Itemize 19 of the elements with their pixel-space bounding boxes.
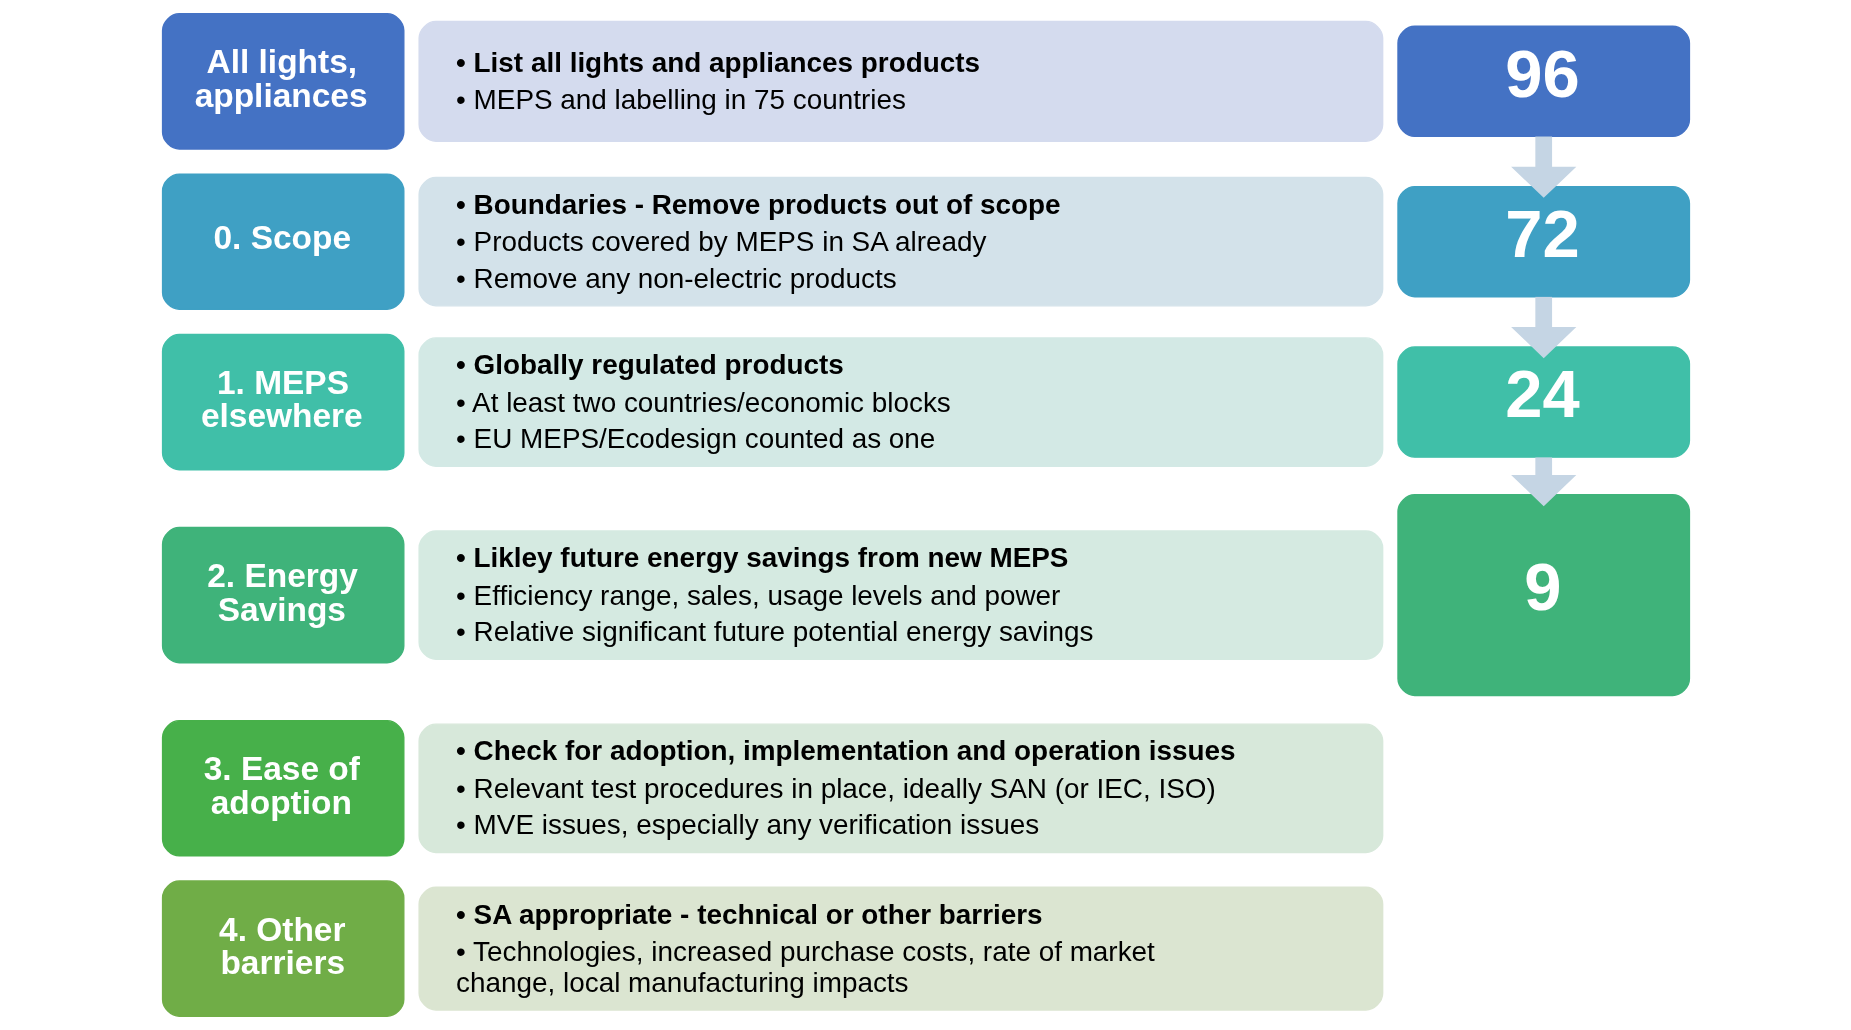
arrow (1510, 136, 1576, 198)
node-box: 0. Scope (161, 173, 404, 311)
arrow (1510, 457, 1576, 507)
node-box: All lights, appliances (161, 13, 404, 150)
node-box: 9 (1396, 494, 1690, 697)
node-box: • List all lights and appliances products • MEPS and labelling in 75 countries (417, 20, 1383, 142)
node-box: • Check for adoption, implementation and operation issues • Relevant test procedures in place, ideally SAN (or IEC, ISO) • MVE issues, especially any verification issues (417, 723, 1383, 854)
node-box: 2. Energy Savings (161, 526, 404, 664)
node-box: 4. Other barriers (161, 880, 404, 1017)
node-box: • SA appropriate - technical or other barriers • Technologies, increased purchase costs, rate of market change, local manufacturing impacts (417, 886, 1383, 1011)
node-box: 72 (1396, 185, 1690, 298)
node-box: 96 (1396, 25, 1690, 138)
node-box: • Likley future energy savings from new MEPS • Efficiency range, sales, usage levels and power • Relative significant future potential energy savings (417, 530, 1383, 660)
arrow (1510, 296, 1576, 359)
node-box: • Globally regulated products • At least two countries/economic blocks • EU MEPS/Ecodesign counted as one (417, 337, 1383, 467)
node-box: • Boundaries - Remove products out of scope • Products covered by MEPS in SA already • Remove any non-electric products (417, 176, 1383, 307)
node-box: 3. Ease of adoption (161, 719, 404, 857)
node-box: 24 (1396, 346, 1690, 458)
node-box: 1. MEPS elsewhere (161, 333, 404, 471)
